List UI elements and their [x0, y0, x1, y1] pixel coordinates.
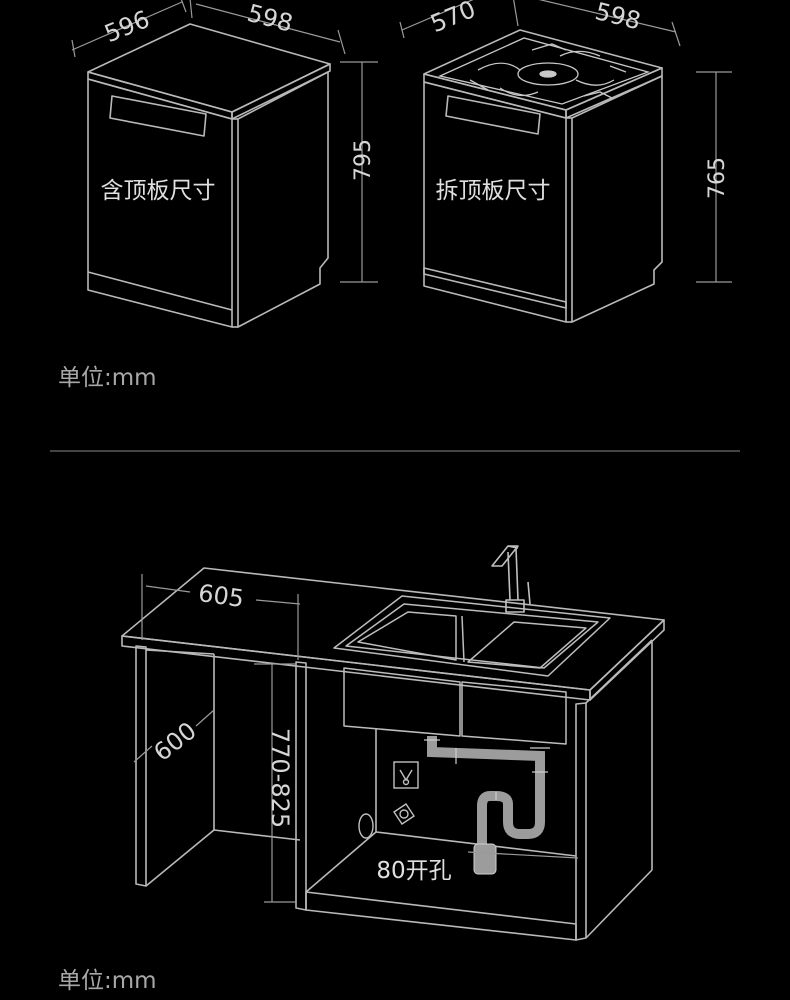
dimension-lines-with-panel [71, 0, 378, 283]
dimension-lines-cabinet [133, 574, 579, 903]
without-panel-caption: 拆顶板尺寸 [436, 178, 551, 204]
cabinet-depth-label: 600 [148, 717, 201, 767]
top-unit-label: 单位:mm [58, 365, 157, 391]
drain-hole-label: 80开孔 [376, 858, 451, 884]
without-panel-height-label: 765 [705, 157, 730, 199]
dimension-lines-without-panel [399, 0, 732, 283]
faucet [491, 545, 531, 613]
wall-socket-icon [393, 761, 419, 789]
drain-hole-icon [358, 813, 374, 839]
with-panel-caption: 含顶板尺寸 [101, 178, 216, 204]
dishwasher-without-top-panel [423, 29, 663, 323]
cabinet-height-label: 770-825 [266, 728, 294, 828]
dishwasher-with-top-panel [87, 23, 331, 328]
without-panel-width-label: 598 [592, 0, 643, 35]
bottom-unit-label: 单位:mm [58, 968, 157, 994]
sink [333, 595, 611, 745]
drain-pipes [424, 736, 550, 875]
dishwasher-interior [437, 37, 651, 105]
with-panel-height-label: 795 [351, 139, 376, 181]
countertop-depth-label: 605 [196, 579, 245, 613]
cabinet-body [135, 639, 653, 941]
with-panel-width-label: 598 [244, 0, 295, 38]
water-valve-icon [393, 803, 415, 825]
with-panel-depth-label: 596 [101, 5, 154, 48]
without-panel-depth-label: 570 [427, 0, 480, 38]
